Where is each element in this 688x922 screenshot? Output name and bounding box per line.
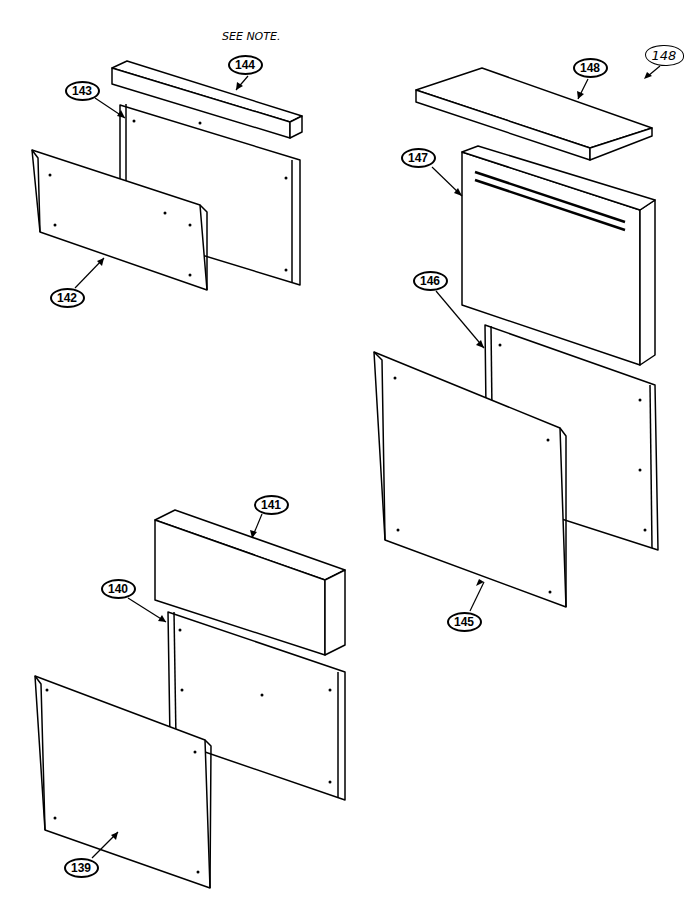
callout-number: 139: [64, 858, 99, 878]
callout-text: 148: [652, 48, 677, 63]
callout-number: 145: [447, 612, 482, 632]
callout-text: 146: [420, 274, 440, 288]
note-text: SEE NOTE.: [222, 30, 280, 43]
callout-text: 140: [108, 582, 128, 596]
callout-number: 140: [101, 579, 136, 599]
callout-number: 147: [401, 148, 436, 168]
callout-text: 142: [57, 291, 77, 305]
callout-number: 142: [50, 288, 85, 308]
callout-text: 148: [580, 61, 600, 75]
callout-text: 147: [408, 151, 428, 165]
callout-number: 141: [254, 495, 289, 515]
callout-text: 144: [235, 58, 255, 72]
callout-text: 145: [454, 615, 474, 629]
callout-text: 143: [72, 84, 92, 98]
callout-number: 144: [228, 55, 263, 75]
handwritten-callout: 148: [645, 45, 684, 66]
callout-number: 148: [573, 58, 608, 78]
callout-text: 141: [261, 498, 281, 512]
callout-number: 146: [413, 271, 448, 291]
callout-text: 139: [71, 861, 91, 875]
callout-number: 143: [65, 81, 100, 101]
